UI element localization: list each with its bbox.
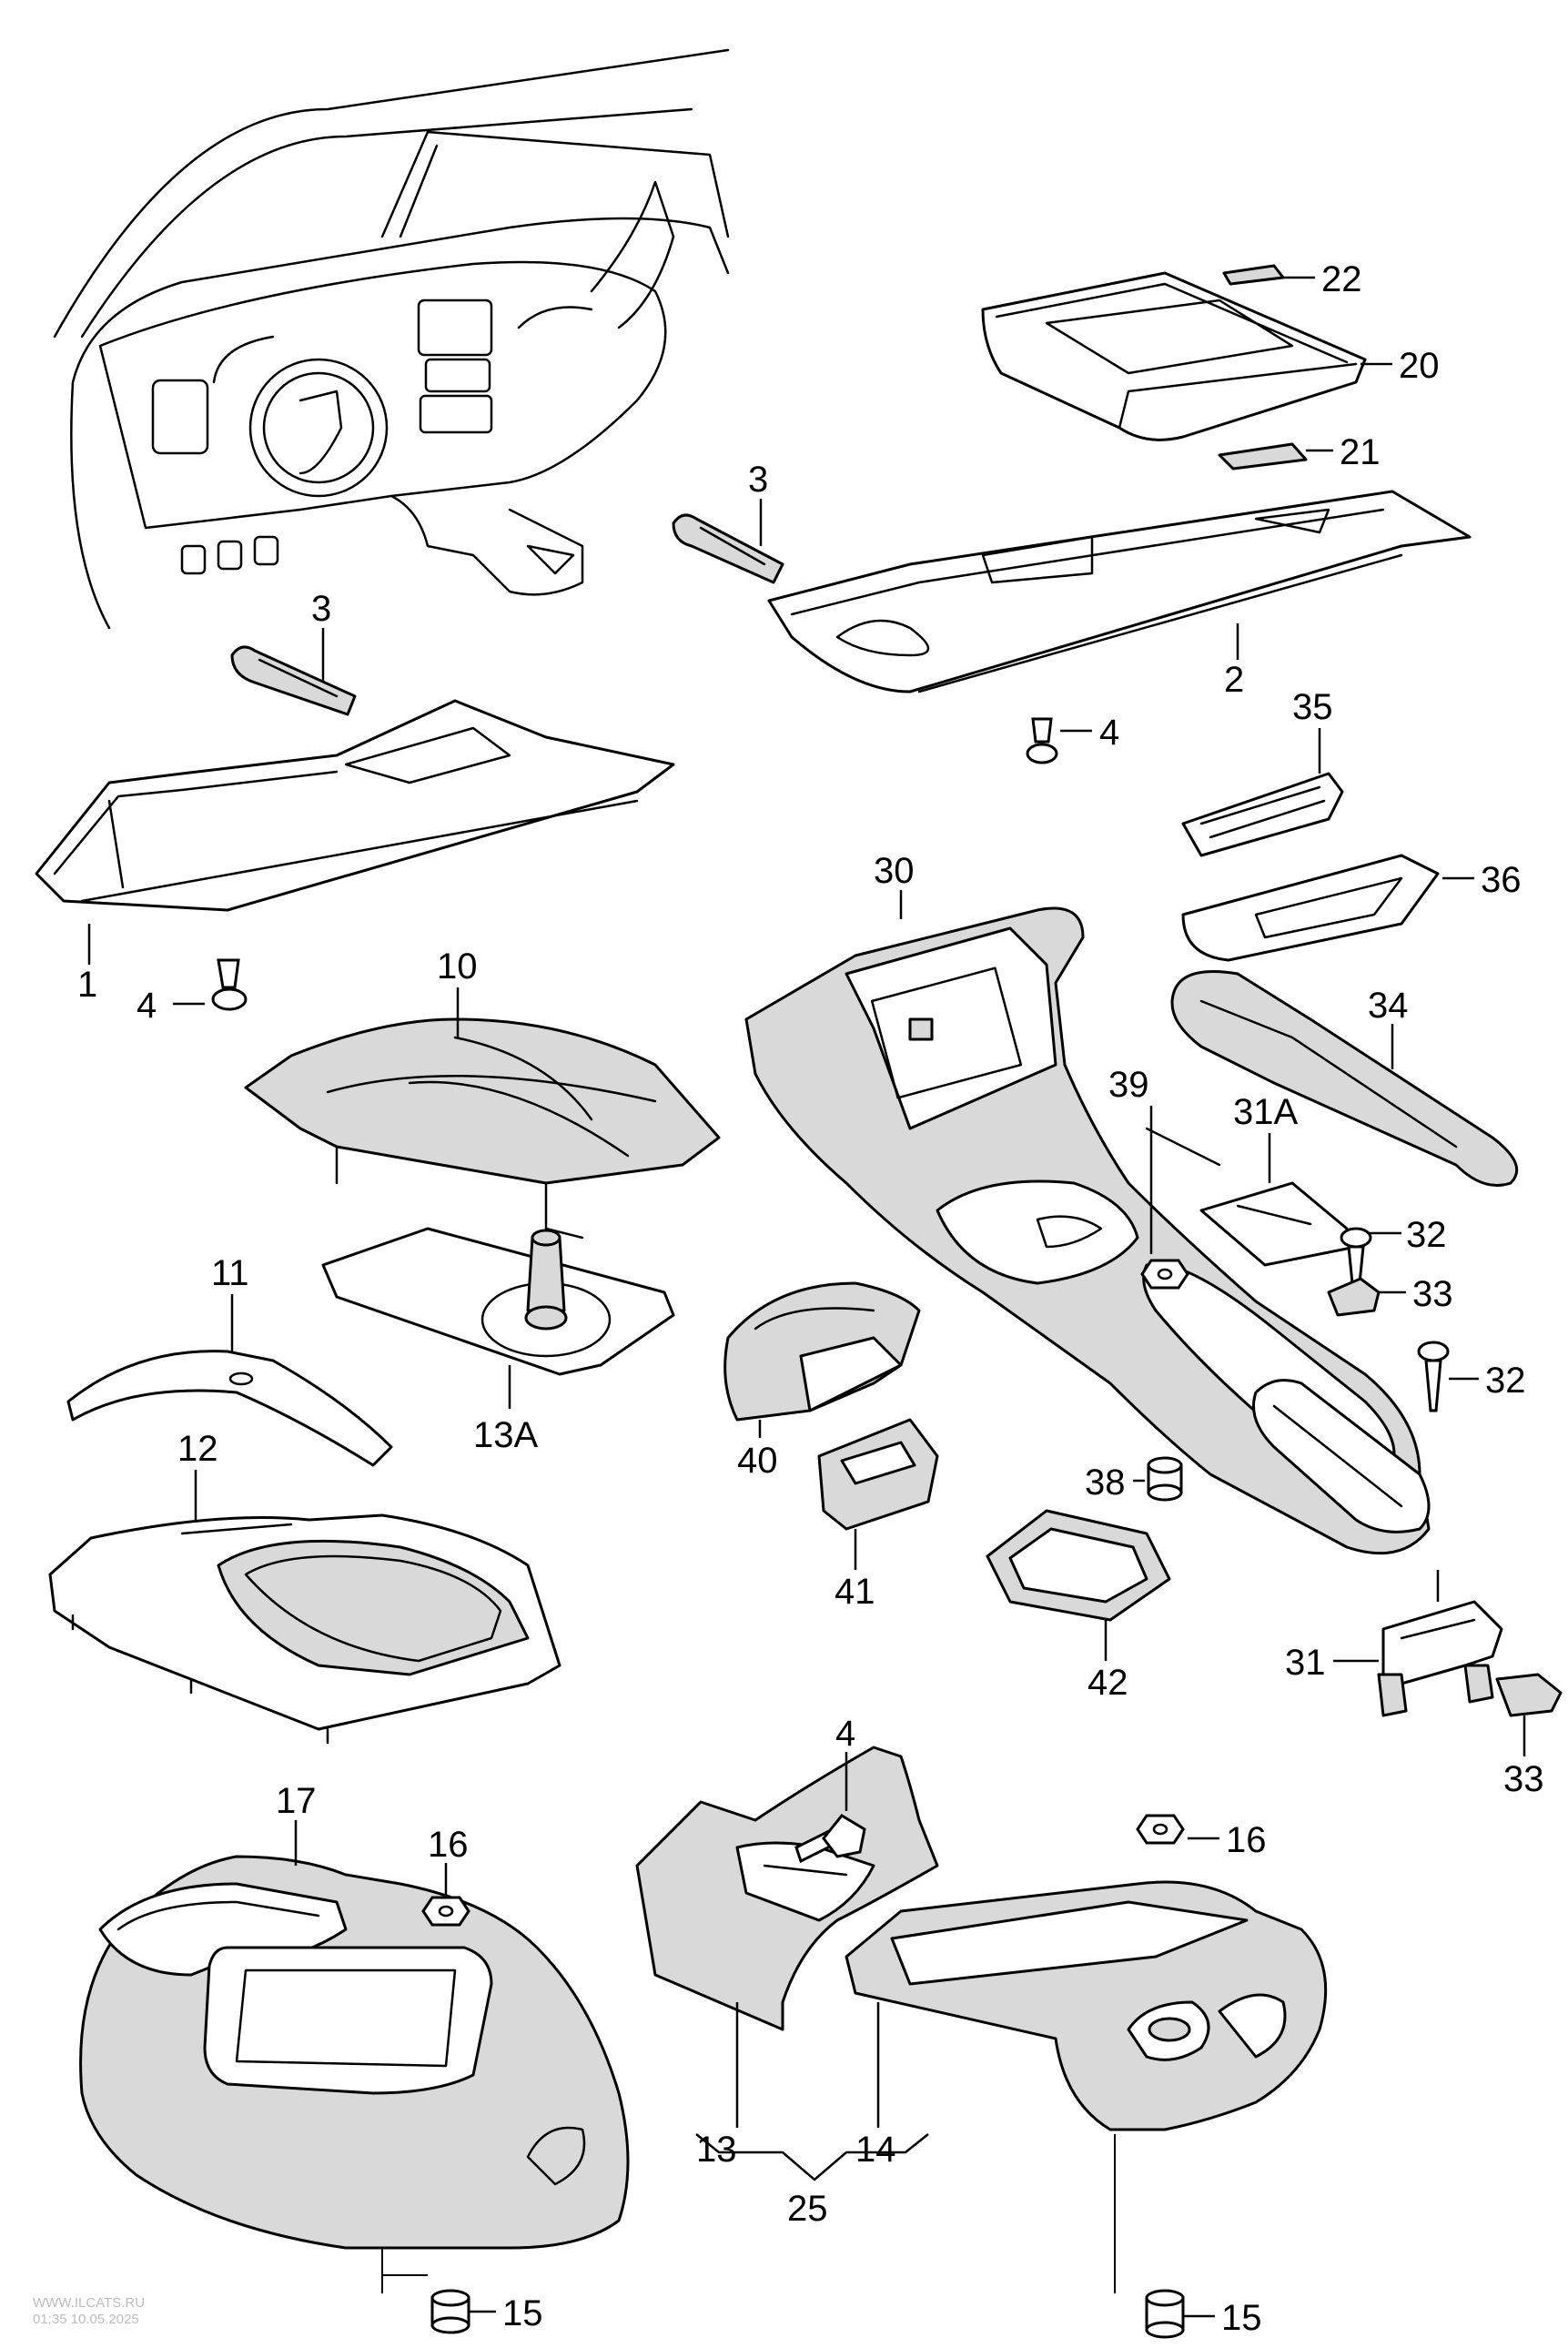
- part-4-screw-lower: [794, 1814, 866, 1864]
- dashboard-overview-drawing: [53, 48, 730, 630]
- callout-12: 12: [177, 1429, 218, 1469]
- part-31a-bracket: [1199, 1181, 1358, 1267]
- callout-14: 14: [855, 2130, 896, 2170]
- callout-11: 11: [211, 1253, 249, 1293]
- callout-31a: 31A: [1233, 1092, 1298, 1132]
- callout-15-right: 15: [1221, 2298, 1262, 2338]
- callout-42: 42: [1087, 1663, 1128, 1703]
- callout-16-right: 16: [1226, 1820, 1267, 1860]
- callout-33-lower: 33: [1503, 1759, 1544, 1799]
- part-17-centre-console: [79, 1855, 630, 2250]
- part-32-screw-lower: [1417, 1341, 1450, 1412]
- callout-30: 30: [874, 851, 915, 891]
- part-16-nut-left: [421, 1896, 470, 1927]
- part-13a-gear-plate: [321, 1227, 675, 1376]
- part-13-console-front: [635, 1746, 939, 2031]
- part-30-centre-console: [744, 906, 1431, 1555]
- callout-25: 25: [787, 2189, 828, 2229]
- part-15-bush-left: [430, 2289, 470, 2334]
- part-20-storage-tray: [981, 271, 1367, 441]
- part-31-bracket: [1377, 1600, 1503, 1717]
- callout-38: 38: [1085, 1462, 1126, 1503]
- part-40-ashtray: [723, 1281, 921, 1422]
- callout-3-lower: 3: [311, 589, 331, 629]
- callout-39: 39: [1108, 1065, 1149, 1105]
- callout-34: 34: [1368, 986, 1409, 1026]
- part-16-nut-right: [1136, 1814, 1185, 1845]
- watermark: WWW.ILCATS.RU 01:35 10.05.2025: [33, 2295, 145, 2328]
- part-22-clip: [1222, 264, 1285, 286]
- part-36-vent-housing: [1181, 854, 1440, 962]
- part-4-screw-left: [211, 958, 248, 1011]
- callout-2: 2: [1224, 660, 1244, 700]
- part-11-trim-strip: [66, 1350, 393, 1467]
- part-39-nut: [1140, 1259, 1189, 1290]
- part-4-screw-upper: [1026, 717, 1058, 764]
- callout-4-lower: 4: [835, 1714, 855, 1754]
- part-10-gear-lever-cover: [244, 1017, 721, 1240]
- callout-4-left: 4: [137, 986, 157, 1026]
- callout-labels: 22 20 21 3 2 4 3 1 4 35 36 30 34 10 39 3…: [77, 259, 1544, 2338]
- callout-21: 21: [1340, 432, 1381, 472]
- callout-16-left: 16: [428, 1825, 469, 1865]
- part-21-clip: [1218, 442, 1308, 471]
- callout-36: 36: [1481, 860, 1522, 900]
- callout-13a: 13A: [473, 1415, 538, 1455]
- part-2-trim-panel: [767, 490, 1472, 693]
- callout-40: 40: [737, 1441, 778, 1481]
- part-1-trim-panel: [35, 699, 675, 912]
- watermark-timestamp: 01:35 10.05.2025: [33, 2312, 139, 2327]
- part-35-vent-grille: [1181, 772, 1344, 857]
- part-14-console-rear: [845, 1880, 1328, 2131]
- part-38-bush: [1147, 1456, 1183, 1502]
- part-3-clip-lower: [230, 645, 357, 716]
- part-15-bush-right: [1145, 2289, 1185, 2339]
- leader-lines: [87, 276, 1526, 2318]
- callout-17: 17: [276, 1781, 317, 1821]
- callout-22: 22: [1321, 259, 1362, 299]
- callout-20: 20: [1399, 346, 1440, 386]
- callout-3-upper: 3: [748, 460, 768, 500]
- callout-10: 10: [437, 946, 478, 987]
- part-3-clip-upper: [672, 513, 784, 584]
- callout-15-left: 15: [502, 2293, 543, 2333]
- callout-32-lower: 32: [1485, 1361, 1526, 1401]
- callout-31: 31: [1285, 1643, 1326, 1683]
- callout-4-upper: 4: [1099, 713, 1119, 753]
- part-33-clip-upper: [1327, 1277, 1381, 1317]
- callout-13: 13: [696, 2130, 737, 2170]
- part-42-trim-ring: [986, 1509, 1171, 1622]
- callout-35: 35: [1292, 687, 1333, 727]
- watermark-site: WWW.ILCATS.RU: [33, 2295, 146, 2311]
- part-33-clip-lower: [1495, 1673, 1563, 1717]
- part-12-console-cover: [48, 1513, 561, 1745]
- callout-41: 41: [835, 1572, 875, 1612]
- callout-1: 1: [77, 965, 97, 1005]
- callout-32-upper: 32: [1406, 1215, 1447, 1255]
- callout-33-upper: 33: [1412, 1274, 1453, 1314]
- part-34-trim-strip: [1170, 970, 1519, 1187]
- part-41-ashtray-insert: [817, 1418, 939, 1531]
